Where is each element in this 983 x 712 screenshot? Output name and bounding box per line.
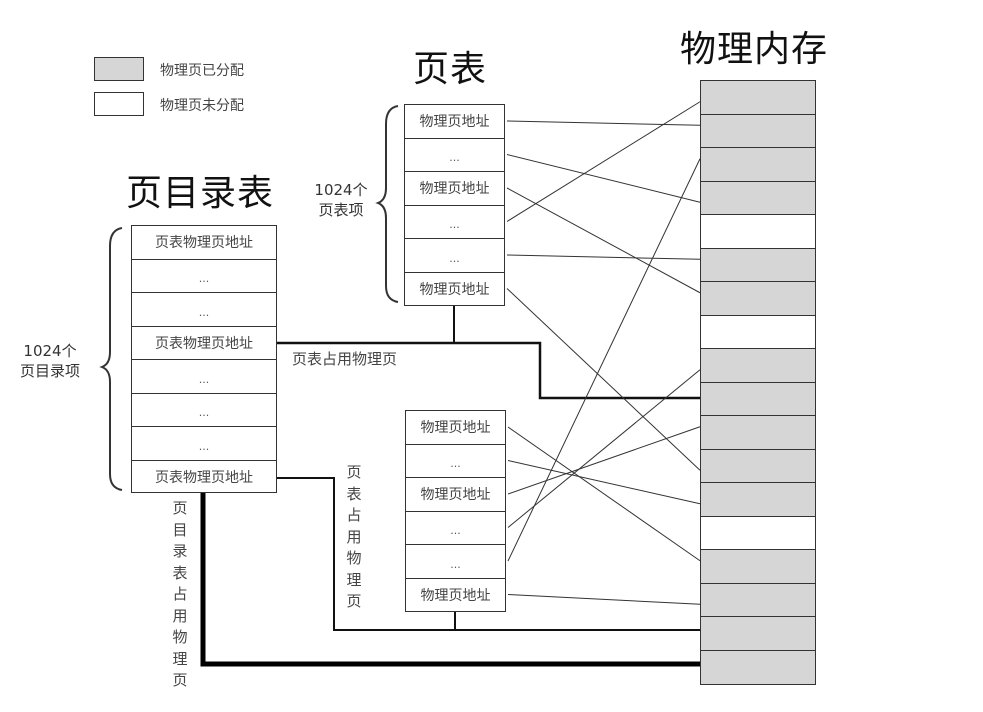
page-table-2-mapping-line (507, 369, 701, 528)
page-table-2: 物理页地址 ... 物理页地址 ... ... 物理页地址 (405, 410, 506, 612)
page-table-count-label: 1024个 页表项 (308, 180, 374, 220)
memory-slot-allocated (701, 181, 815, 215)
page-table-2-mapping-line (507, 460, 701, 505)
page-table-entry: ... (405, 139, 504, 172)
page-directory-entry: 页表物理页地址 (132, 226, 276, 260)
page-table-entry: 物理页地址 (405, 172, 504, 206)
page-directory-entry: 页表物理页地址 (155, 469, 253, 486)
page-table-entry: 物理页地址 (420, 587, 491, 604)
page-table-1-mapping-line (506, 187, 701, 294)
page-table-entry: 物理页地址 (405, 105, 504, 139)
page-table-2-mapping-line (507, 594, 701, 605)
memory-slot-allocated (701, 617, 815, 651)
page-table-2-mapping-line (507, 426, 701, 495)
page-table-2-mapping-line (507, 426, 701, 562)
page-directory-count-label: 1024个 页目录项 (10, 341, 90, 381)
page-table-occupies-page-vertical-label: 页表占用物理页 (346, 463, 362, 610)
page-directory-occupies-page-vertical-label: 页目录表占用物理页 (172, 499, 188, 689)
page-table-1-mapping-line (506, 254, 701, 260)
page-table-entry: ... (406, 545, 505, 579)
page-table-1-mapping-line (506, 101, 701, 222)
page-table-brace (375, 105, 399, 303)
memory-slot-allocated (701, 416, 815, 450)
page-table-entry: ... (405, 206, 504, 239)
page-table-2-occupancy-line (277, 477, 700, 631)
memory-slot-free (701, 315, 815, 349)
page-directory-entry: ... (132, 293, 276, 327)
memory-slot-allocated (701, 282, 815, 316)
memory-slot-allocated (701, 114, 815, 148)
legend-label-free: 物理页未分配 (160, 98, 244, 114)
physical-memory-column (700, 80, 816, 685)
page-table-entry: 物理页地址 (419, 281, 490, 298)
page-table-1-occupancy-line (277, 341, 700, 400)
page-directory-title: 页目录表 (126, 173, 275, 214)
page-table-1-mapping-line (506, 288, 701, 471)
page-directory-entry: ... (132, 427, 276, 461)
page-directory-entry: ... (132, 394, 276, 427)
page-directory-entry: 页表物理页地址 (132, 327, 276, 360)
memory-slot-allocated (701, 583, 815, 617)
physical-memory-title: 物理内存 (680, 29, 829, 70)
page-table-1-mapping-line (506, 120, 701, 126)
legend-label-allocated: 物理页已分配 (160, 63, 244, 79)
page-directory-count-number: 1024个 (23, 342, 77, 360)
page-table-entry: ... (406, 512, 505, 545)
legend-swatch-free (94, 92, 144, 116)
page-directory-brace (99, 227, 123, 491)
legend-swatch-allocated (94, 57, 144, 81)
page-table-2-mapping-line (507, 158, 701, 562)
memory-slot-free (701, 516, 815, 550)
memory-slot-free (701, 215, 815, 249)
memory-slot-allocated (701, 148, 815, 182)
page-table-count-text: 页表项 (318, 201, 364, 219)
page-table-entry: 物理页地址 (406, 478, 505, 512)
page-directory-count-text: 页目录项 (19, 362, 80, 380)
page-table-title: 页表 (413, 49, 488, 90)
page-table-count-number: 1024个 (314, 181, 368, 199)
page-directory-entry: ... (132, 360, 276, 394)
page-table-entry: ... (405, 239, 504, 273)
memory-slot-allocated (701, 650, 815, 684)
page-table-1: 物理页地址 ... 物理页地址 ... ... 物理页地址 (404, 104, 505, 306)
page-table-occupies-page-label: 页表占用物理页 (292, 350, 398, 368)
page-directory-occupancy-line (200, 493, 700, 667)
memory-slot-allocated (701, 483, 815, 517)
page-table-entry: ... (406, 445, 505, 478)
memory-slot-allocated (701, 248, 815, 282)
memory-slot-allocated (701, 81, 815, 115)
page-table-entry: 物理页地址 (406, 411, 505, 445)
page-table-1-mapping-line (506, 154, 701, 203)
memory-slot-allocated (701, 449, 815, 483)
memory-slot-allocated (701, 550, 815, 584)
memory-slot-allocated (701, 349, 815, 383)
page-directory-entry: ... (132, 260, 276, 293)
memory-slot-allocated (701, 382, 815, 416)
page-directory-table: 页表物理页地址 ... ... 页表物理页地址 ... ... ... 页表物理… (131, 225, 277, 493)
